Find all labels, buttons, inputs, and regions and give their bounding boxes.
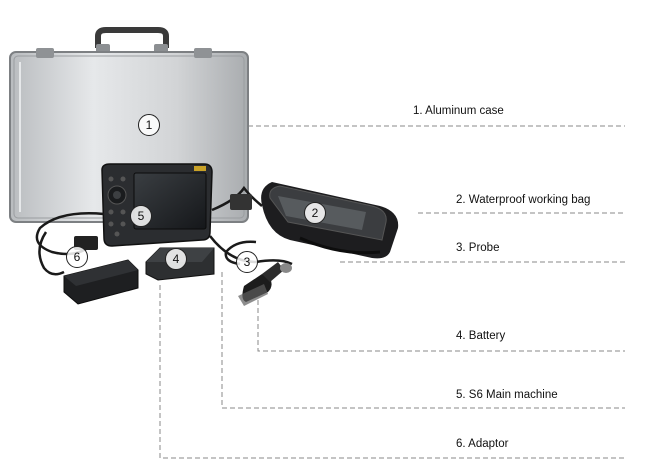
label-working-bag: 2. Waterproof working bag [456,194,591,206]
marker-4: 4 [165,248,187,270]
adaptor [63,259,139,305]
marker-6: 6 [66,246,88,268]
label-battery: 4. Battery [456,330,506,342]
label-aluminum-case: 1. Aluminum case [413,105,504,117]
marker-2: 2 [304,202,326,224]
label-adaptor: 6. Adaptor [456,438,509,450]
cable-connector [230,194,252,210]
marker-1: 1 [138,114,160,136]
leader-line-main [221,272,625,409]
label-probe: 3. Probe [456,242,500,254]
waterproof-working-bag [261,182,399,259]
marker-5: 5 [130,205,152,227]
label-main-machine: 5. S6 Main machine [456,389,558,401]
leader-lines [159,125,625,459]
marker-3: 3 [236,251,258,273]
s6-main-machine [101,163,213,247]
leader-line-adaptor [159,285,625,459]
probe [238,262,292,306]
leader-line-battery [257,300,625,352]
